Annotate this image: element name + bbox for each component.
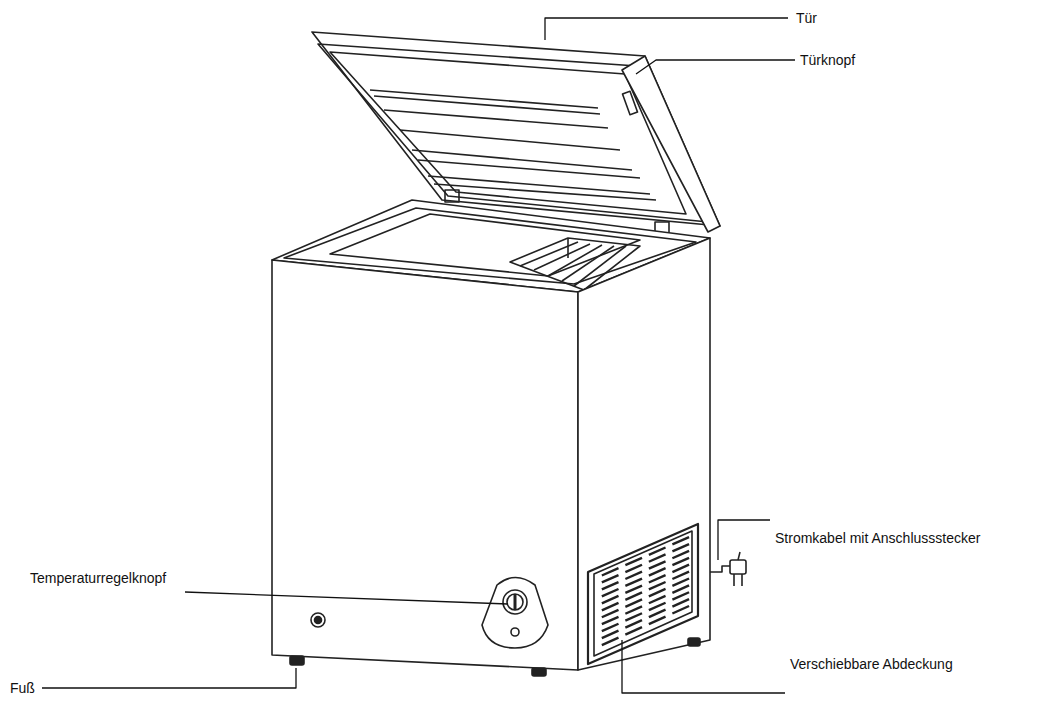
grille-slat [602, 596, 619, 603]
grille-slat [672, 599, 689, 606]
grille-slat [672, 572, 689, 579]
grille-slat [602, 617, 619, 624]
grille-slat [649, 596, 666, 603]
grille-slat [649, 610, 666, 617]
grille-slat [672, 565, 689, 572]
grille-slat [649, 617, 666, 624]
sliding-cover [588, 524, 698, 664]
grille-slat [602, 624, 619, 631]
grille-slat [625, 613, 642, 620]
grille-slat [602, 610, 619, 617]
grille-slat [672, 585, 689, 592]
grille-slat [602, 582, 619, 589]
cabinet [272, 200, 710, 670]
foot [290, 638, 700, 676]
grille-slat [625, 620, 642, 627]
grille-slat [602, 589, 619, 596]
grille-slat [602, 638, 619, 645]
part-label: Stromkabel mit Anschlussstecker [775, 530, 980, 547]
indicator-lamp [311, 613, 325, 627]
grille-slat [672, 606, 689, 613]
leader-line [42, 18, 795, 693]
grille-slat [649, 547, 666, 554]
lid [312, 32, 720, 234]
grille-slat [649, 589, 666, 596]
part-label: Türknopf [800, 52, 855, 69]
grille-slat [672, 578, 689, 585]
grille-slat [672, 592, 689, 599]
temperature-knob [482, 578, 548, 649]
indicator-lamp [315, 617, 322, 624]
grille-slat [625, 572, 642, 579]
grille-slat [649, 582, 666, 589]
grille-slat [649, 561, 666, 568]
grille-slat [602, 575, 619, 582]
grille-slat [625, 565, 642, 572]
grille-slat [602, 568, 619, 575]
grille-slat [625, 599, 642, 606]
part-label: Temperaturregelknopf [30, 570, 166, 587]
power-cord [710, 552, 746, 586]
grille-slat [625, 606, 642, 613]
grille-slat [672, 544, 689, 551]
part-label: Verschiebbare Abdeckung [790, 656, 953, 673]
grille-slat [625, 558, 642, 565]
grille-slat [672, 551, 689, 558]
grille-slat [649, 603, 666, 610]
part-label: Fuß [10, 680, 35, 697]
grille-slat [602, 631, 619, 638]
grille-slat [649, 568, 666, 575]
grille-slat [672, 537, 689, 544]
grille-slat [625, 586, 642, 593]
grille-slat [625, 592, 642, 599]
grille-slat [625, 579, 642, 586]
grille-slat [602, 603, 619, 610]
grille-slat [625, 627, 642, 634]
part-label: Tür [796, 10, 817, 27]
grille-slat [649, 554, 666, 561]
grille-slat [649, 575, 666, 582]
grille-slat [672, 558, 689, 565]
